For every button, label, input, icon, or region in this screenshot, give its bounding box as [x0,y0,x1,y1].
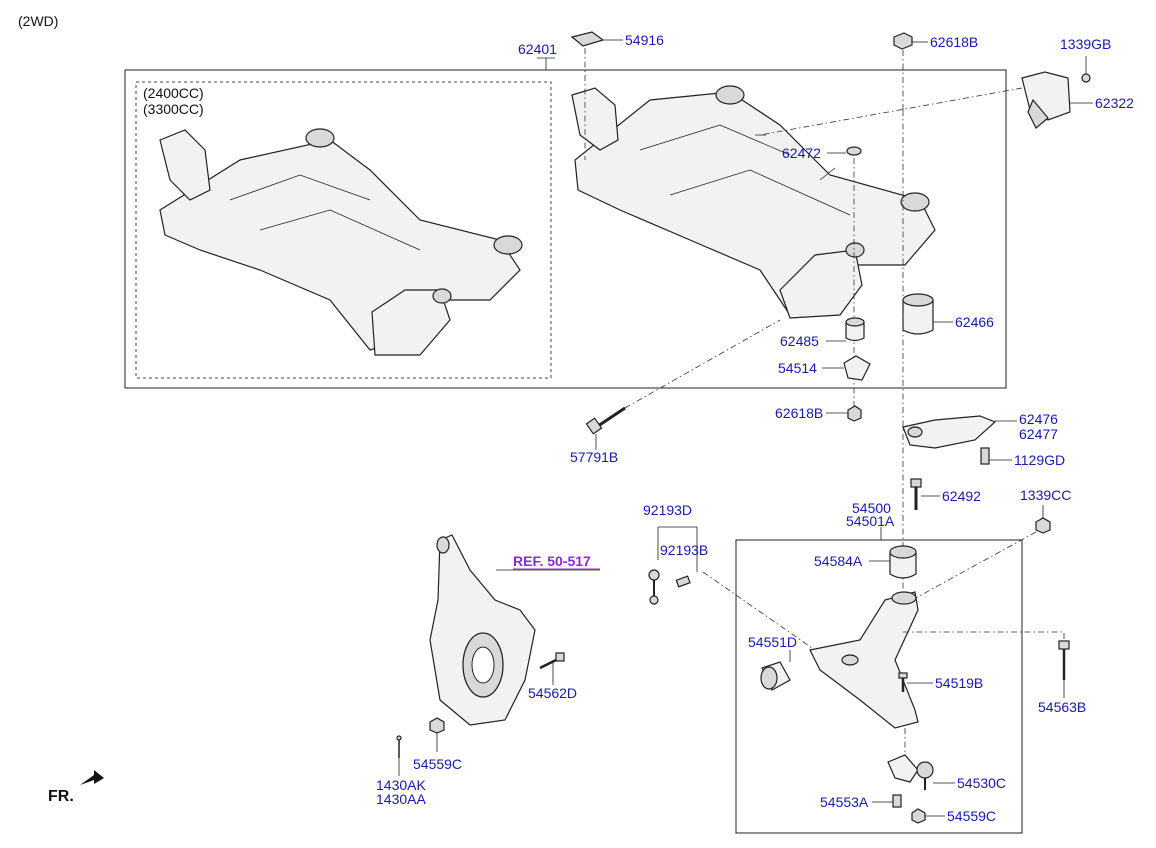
nut-54559C-right [911,808,926,824]
label-54553A[interactable]: 54553A [820,794,869,810]
bushing-54584A [889,545,917,579]
label-54551D[interactable]: 54551D [748,634,797,650]
label-92193D[interactable]: 92193D [643,502,692,518]
ball-joint-54530C [887,754,934,790]
lower-arm-box [735,539,1023,834]
mount-54514 [843,355,871,381]
variant-line2: (3300CC) [143,101,204,117]
subframe-main-drawing [571,85,936,319]
label-62618B-bottom[interactable]: 62618B [775,405,823,421]
lower-control-arm [809,591,919,729]
label-1339GB[interactable]: 1339GB [1060,36,1111,52]
front-direction-label: FR. [48,788,74,805]
washer-62472 [846,146,862,156]
label-54501A[interactable]: 54501A [846,513,895,529]
label-62472[interactable]: 62472 [782,145,821,161]
label-62466[interactable]: 62466 [955,314,994,330]
variant-box [135,81,552,379]
label-62322[interactable]: 62322 [1095,95,1134,111]
subframe-variant-drawing [159,128,523,356]
label-62492[interactable]: 62492 [942,488,981,504]
cotter-pin-1430AK [396,735,402,758]
label-62476[interactable]: 62476 [1019,411,1058,427]
label-54559C-right[interactable]: 54559C [947,808,996,824]
label-54500[interactable]: 54500 [852,500,891,516]
label-54514[interactable]: 54514 [778,360,817,376]
drive-type-label: (2WD) [18,13,58,29]
label-54530C[interactable]: 54530C [957,775,1006,791]
bushing-62466 [902,293,934,335]
bolt-62492 [910,478,922,510]
bracket-92193D [657,526,698,572]
label-1339CC[interactable]: 1339CC [1020,487,1071,503]
steering-knuckle [429,534,536,726]
part-54916-drawing [570,31,605,47]
label-62401[interactable]: 62401 [518,41,557,57]
bolt-54553A [892,794,902,808]
ref-link[interactable]: REF. 50-517 [513,553,591,569]
nut-1339GB [1081,73,1091,83]
variant-line1: (2400CC) [143,85,204,101]
nut-54559C-left [429,717,445,734]
bushing-62485 [845,317,865,342]
label-54916[interactable]: 54916 [625,32,664,48]
bolt-54519B [898,672,908,692]
bolt-54563B [1058,640,1070,680]
bolt-57791B [585,406,626,435]
link-92193D [648,569,660,605]
bolt-92193B [675,575,691,588]
label-54562D[interactable]: 54562D [528,685,577,701]
label-1430AA[interactable]: 1430AA [376,791,426,807]
label-1430AK[interactable]: 1430AK [376,777,426,793]
bracket-62476 [902,415,997,449]
label-62477[interactable]: 62477 [1019,426,1058,442]
nut-1339CC [1035,517,1051,534]
label-62485[interactable]: 62485 [780,333,819,349]
label-54584A[interactable]: 54584A [814,553,863,569]
label-57791B[interactable]: 57791B [570,449,618,465]
bushing-54551D [760,661,791,691]
label-54563B[interactable]: 54563B [1038,699,1086,715]
label-54519B[interactable]: 54519B [935,675,983,691]
bolt-54562D [539,652,565,670]
bolt-1129GD [980,447,990,465]
nut-62618B-top [893,32,913,50]
label-1129GD[interactable]: 1129GD [1014,452,1065,468]
label-62618B-top[interactable]: 62618B [930,34,978,50]
nut-62618B-bottom [847,405,862,422]
label-92193B[interactable]: 92193B [660,542,708,558]
subframe-box [124,69,1007,389]
front-arrow-icon [80,770,104,785]
label-54559C-left[interactable]: 54559C [413,756,462,772]
